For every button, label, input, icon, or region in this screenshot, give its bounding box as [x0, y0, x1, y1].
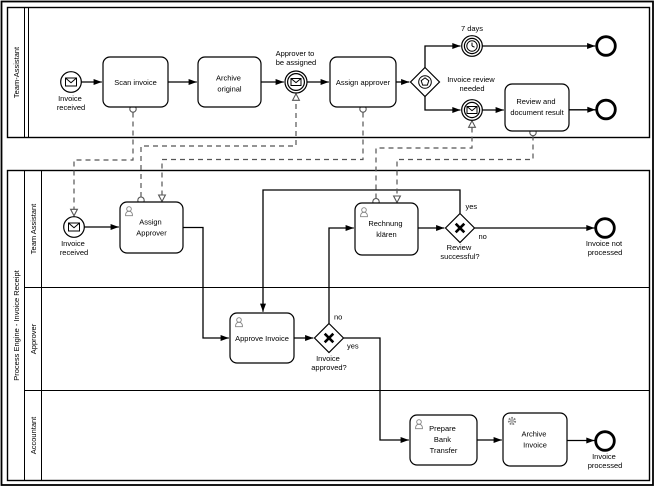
gateway-circle-icon [418, 75, 432, 89]
label-invoice-review-needed: Invoice review needed [447, 75, 497, 93]
message-arrowhead [467, 119, 477, 128]
flow-gateway-to-timer [424, 43, 461, 68]
user-icon [415, 419, 423, 430]
message-flow-assign2-to-approver-event [140, 100, 297, 197]
lane-approver-label: Approver [29, 323, 38, 354]
user-icon [235, 317, 243, 328]
label-prepare-bank-transfer: Prepare Bank Transfer [429, 424, 458, 455]
event-based-gateway [409, 66, 441, 98]
pool-process-engine-label: Process Engine - Invoice Receipt [12, 269, 21, 380]
x-gateway-icon [454, 222, 466, 234]
label-invoice-received-bottom: Invoice received [60, 239, 88, 257]
end-event-after-timer [595, 35, 617, 57]
task-review-and-document-result: Review and document result [504, 83, 570, 132]
label-review-and-document-result: Review and document result [510, 97, 564, 117]
label-assign-approver-bottom: Assign Approver [136, 218, 167, 238]
label-review-successful: Review successful? [440, 243, 479, 261]
label-assign-approver-top: Assign approver [336, 78, 391, 87]
label-invoice-received-top: Invoice received [57, 94, 85, 112]
lane-accountant-label: Accountant [29, 416, 38, 454]
task-scan-invoice: Scan invoice [102, 56, 169, 108]
task-archive-original: Archive original [197, 56, 262, 108]
gateway-review-successful: Review successful? [440, 212, 480, 261]
message-arrowhead [157, 194, 167, 203]
clock-icon [466, 40, 478, 52]
label-approve-invoice: Approve Invoice [235, 334, 289, 343]
message-flow-scan-to-start2 [73, 112, 134, 210]
user-icon [125, 206, 133, 217]
flow-approved-yes-to-prepare [343, 337, 409, 443]
start-event-invoice-received-bottom: Invoice received [60, 216, 88, 257]
message-flow-assign-to-assign2 [161, 112, 364, 196]
pool-team-assistant-label: Team-Assistant [12, 46, 21, 98]
pool-team-assistant: Team-Assistant [6, 6, 651, 139]
sequence-flows [81, 43, 596, 444]
flow-assign2-to-approve [183, 226, 229, 341]
event-approver-to-be-assigned: Approver to be assigned [276, 49, 317, 94]
x-gateway-icon [323, 332, 335, 344]
message-icon [290, 78, 302, 86]
label-7-days: 7 days [461, 24, 483, 33]
label-invoice-not-processed: Invoice not processed [586, 239, 624, 257]
timer-event-7-days: 7 days [461, 24, 483, 57]
task-assign-approver-bottom: Assign Approver [119, 201, 184, 254]
message-arrowhead [392, 195, 402, 204]
edge-label-approved-yes: yes [347, 342, 359, 351]
edge-label-review-no: no [479, 232, 487, 241]
flow-approved-no-to-klaeren [328, 225, 354, 324]
message-arrowhead [291, 92, 301, 101]
edge-label-review-yes: yes [466, 202, 478, 211]
label-scan-invoice: Scan invoice [114, 78, 157, 87]
pentagon-icon [420, 77, 430, 86]
end-event-invoice-not-processed: Invoice not processed [586, 217, 624, 257]
label-invoice-processed: Invoice processed [588, 452, 623, 470]
task-rechnung-klaeren: Rechnung klären [354, 202, 419, 256]
start-event-invoice-received-top: Invoice received [57, 71, 85, 112]
label-archive-original: Archive original [216, 74, 243, 94]
pool-team-assistant-border [6, 6, 651, 139]
event-invoice-review-needed: Invoice review needed [447, 75, 497, 121]
lane-team-assistant-label: Team Assistant [29, 203, 38, 254]
message-arrowhead [69, 208, 79, 217]
gear-icon [507, 416, 517, 426]
label-approver-to-be-assigned: Approver to be assigned [276, 49, 317, 67]
label-invoice-approved: Invoice approved? [311, 354, 346, 372]
message-icon [65, 77, 77, 87]
label-rechnung-klaeren: Rechnung klären [368, 219, 404, 239]
end-event-invoice-processed: Invoice processed [588, 430, 623, 470]
task-archive-invoice: Archive Invoice [502, 412, 568, 467]
message-flow-reviewtask-to-klaeren [396, 135, 534, 196]
message-flow-klaeren-to-review-event [375, 127, 473, 199]
edge-label-approved-no: no [334, 313, 342, 322]
label-archive-invoice: Archive Invoice [521, 430, 548, 450]
task-approve-invoice: Approve Invoice [229, 312, 295, 364]
task-assign-approver-top: Assign approver [329, 56, 397, 108]
pool-process-engine-border [6, 169, 651, 482]
flow-gateway-to-message [424, 96, 461, 113]
message-icon [68, 222, 80, 232]
flow-review-yes-to-approve [260, 189, 461, 312]
task-prepare-bank-transfer: Prepare Bank Transfer [409, 414, 478, 466]
gateway-invoice-approved: Invoice approved? [311, 322, 347, 372]
message-icon [466, 106, 478, 114]
user-icon [360, 207, 368, 218]
pool-process-engine: Process Engine - Invoice Receipt Team As… [6, 169, 651, 482]
end-event-after-review [595, 98, 617, 121]
